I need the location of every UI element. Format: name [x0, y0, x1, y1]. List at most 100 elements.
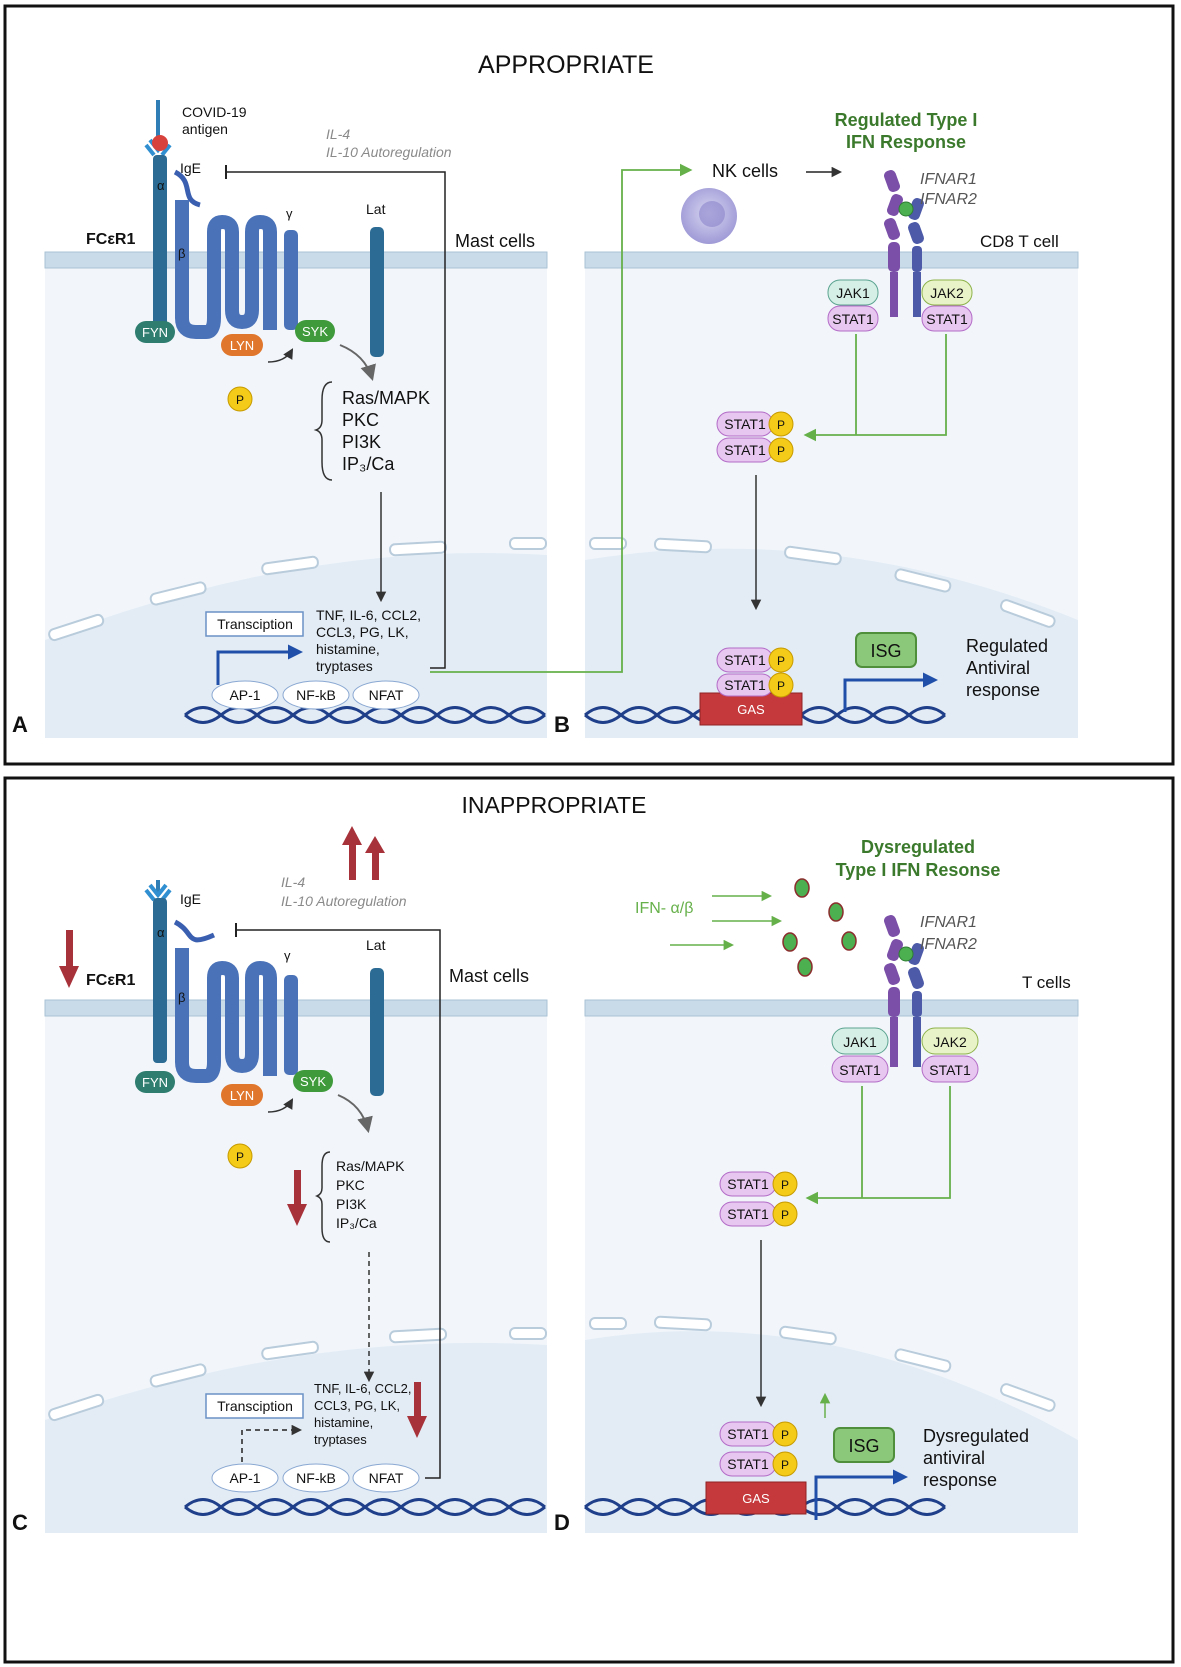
mediator-1: TNF, IL-6, CCL2, — [316, 607, 421, 623]
pathway-1: Ras/MAPK — [342, 388, 430, 408]
phosphate-icon — [227, 386, 253, 412]
phosphate-label: P — [236, 393, 244, 407]
tf-ap1-label: AP-1 — [229, 687, 260, 703]
syk-pill — [295, 320, 335, 342]
c-mediator-1: TNF, IL-6, CCL2, — [314, 1381, 412, 1396]
nk-activation-arrow — [430, 163, 693, 673]
fceri-label: FCεR1 — [86, 231, 135, 248]
membrane-b — [584, 251, 1079, 269]
panel-a-letter: A — [12, 712, 28, 737]
panel-b-letter: B — [554, 712, 570, 737]
mediator-4: tryptases — [316, 658, 373, 674]
b-outcome-2: Antiviral — [966, 658, 1030, 678]
b-isg-label: ISG — [870, 641, 901, 661]
c-lat-label: Lat — [366, 937, 386, 953]
ifnar-receptor-d — [884, 915, 924, 1067]
d-dimer-stat1-b: STAT1 — [727, 1206, 769, 1222]
gamma-chain — [284, 230, 298, 330]
b-stat1-left-pill — [827, 305, 879, 332]
ifnar-receptor-b — [884, 170, 924, 317]
d-stat1-left: STAT1 — [839, 1062, 881, 1078]
d-title-line1: Dysregulated — [861, 837, 975, 857]
b-title-line1: Regulated Type I — [835, 110, 978, 130]
d-outcome-2: antiviral — [923, 1448, 985, 1468]
d-ifnar2: IFNAR2 — [920, 936, 977, 953]
nk-label: NK cells — [712, 161, 778, 181]
d-ifnar1: IFNAR1 — [920, 914, 977, 931]
b-stat-dimer — [716, 411, 794, 463]
pathway-decrease-arrow — [287, 1170, 307, 1226]
d-gas-label: GAS — [742, 1491, 770, 1506]
b-jak1: JAK1 — [836, 285, 870, 301]
d-gas-p-b: P — [781, 1458, 789, 1472]
increase-arrows — [342, 826, 385, 880]
panel-c-letter: C — [12, 1510, 28, 1535]
c-pathway-2: PKC — [336, 1177, 365, 1193]
ifn-label: IFN- α/β — [635, 900, 693, 917]
pathway-2: PKC — [342, 410, 379, 430]
lat-label: Lat — [366, 201, 386, 217]
b-dimer-stat1-b: STAT1 — [724, 442, 766, 458]
nucleus-c — [45, 1342, 547, 1533]
c-transcription-label: Transciption — [217, 1398, 293, 1414]
transcription-label: Transciption — [217, 616, 293, 632]
d-outcome-3: response — [923, 1470, 997, 1490]
b-ifnar1: IFNAR1 — [920, 171, 977, 188]
b-stat1-right: STAT1 — [926, 311, 968, 327]
b-outcome-1: Regulated — [966, 636, 1048, 656]
d-jak1: JAK1 — [843, 1034, 877, 1050]
autoreg-line1: IL-4 — [326, 126, 350, 142]
c-pathway-4: IP₃/Ca — [336, 1215, 377, 1231]
gamma-label: γ — [286, 206, 293, 221]
b-dimer-p-a: P — [777, 418, 785, 432]
c-pathway-1: Ras/MAPK — [336, 1158, 405, 1174]
d-outcome-1: Dysregulated — [923, 1426, 1029, 1446]
b-outcome-3: response — [966, 680, 1040, 700]
antigen-label-line1: COVID-19 — [182, 104, 247, 120]
c-mast-cells-label: Mast cells — [449, 966, 529, 986]
beta-label: β — [178, 246, 185, 261]
pathway-brace — [313, 381, 333, 481]
d-dimer-stat1-a: STAT1 — [727, 1176, 769, 1192]
c-gamma-label: γ — [284, 948, 291, 963]
b-isg-box — [855, 632, 917, 668]
c-syk-label: SYK — [300, 1074, 326, 1089]
alpha-label: α — [157, 178, 165, 193]
membrane-d — [584, 999, 1079, 1017]
autoreg-line2: IL-10 Autoregulation — [326, 144, 452, 160]
autoreg-feedback-line — [226, 171, 446, 669]
c-alpha-label: α — [157, 925, 165, 940]
b-gas-label: GAS — [737, 702, 765, 717]
c-ige-label: IgE — [180, 891, 201, 907]
alpha-chain — [153, 155, 167, 330]
d-isg-box — [833, 1427, 895, 1463]
d-stat1-right: STAT1 — [929, 1062, 971, 1078]
tf-nfat-label: NFAT — [369, 687, 404, 703]
mediator-decrease-arrow — [407, 1382, 427, 1438]
b-stat1-right-pill — [921, 305, 973, 332]
t-cells-label: T cells — [1022, 973, 1071, 992]
b-jak2-pill — [921, 279, 973, 306]
c-tf-nfkb-label: NF-kB — [296, 1470, 336, 1486]
b-dimer-p-b: P — [777, 444, 785, 458]
b-jak2: JAK2 — [930, 285, 964, 301]
lyn-pill — [221, 334, 263, 356]
fceri-receptor-a — [144, 100, 384, 357]
lat-bar — [370, 227, 384, 357]
nuclear-envelope-d — [589, 1315, 1056, 1412]
ifn-molecules — [782, 878, 857, 977]
tf-nfat — [352, 680, 420, 710]
c-autoreg-line1: IL-4 — [281, 874, 305, 890]
tf-nfkb — [282, 680, 350, 710]
c-mediator-3: histamine, — [314, 1415, 373, 1430]
b-gas-p-b: P — [777, 679, 785, 693]
c-phosphate-label: P — [236, 1150, 244, 1164]
b-stat1-left: STAT1 — [832, 311, 874, 327]
transcription-box — [205, 611, 304, 637]
d-isg-label: ISG — [848, 1436, 879, 1456]
bottom-title: INAPPROPRIATE — [462, 792, 647, 818]
b-jak1-pill — [827, 279, 879, 306]
tf-nfkb-label: NF-kB — [296, 687, 336, 703]
syk-label: SYK — [302, 324, 328, 339]
mediator-2: CCL3, PG, LK, — [316, 624, 409, 640]
